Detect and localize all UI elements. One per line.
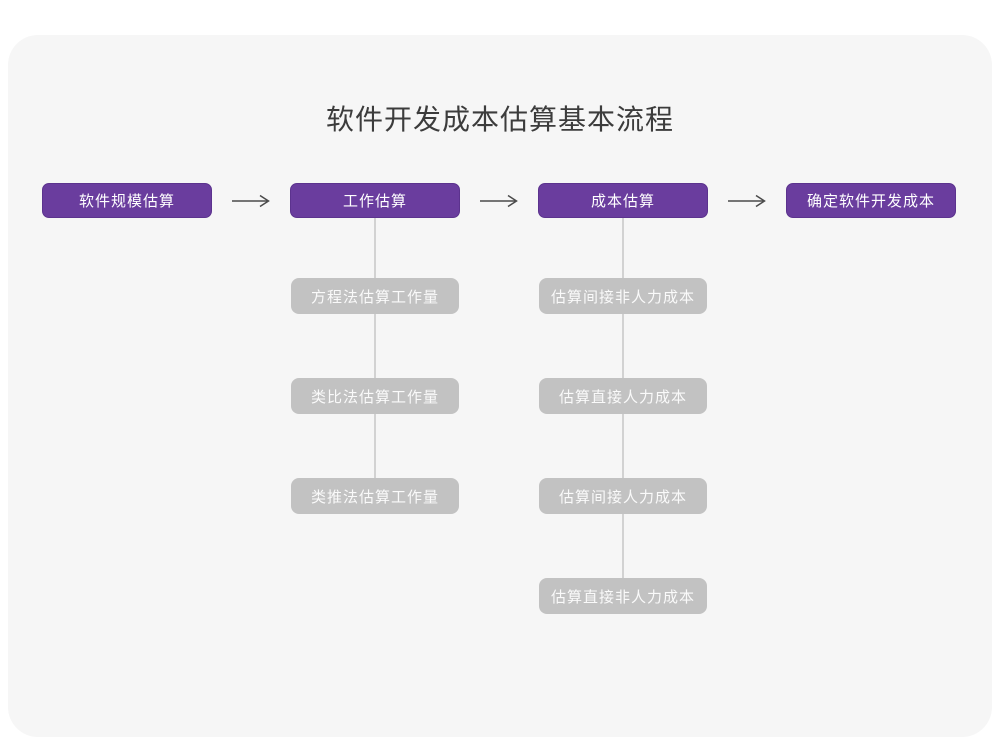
arrow-right-icon <box>231 194 271 208</box>
stage-work-estimation: 工作估算 <box>290 183 460 218</box>
node-direct-labor-cost: 估算直接人力成本 <box>539 378 707 414</box>
diagram-card <box>8 35 992 737</box>
diagram-title: 软件开发成本估算基本流程 <box>325 104 674 135</box>
node-equation-method-workload: 方程法估算工作量 <box>291 278 459 314</box>
stage-determine-dev-cost: 确定软件开发成本 <box>786 183 956 218</box>
arrow-right-icon <box>727 194 767 208</box>
stage-cost-estimation: 成本估算 <box>538 183 708 218</box>
node-extrapolation-method-workload: 类推法估算工作量 <box>291 478 459 514</box>
node-direct-nonlabor-cost: 估算直接非人力成本 <box>539 578 707 614</box>
connector-line-work-estimation <box>374 218 376 496</box>
arrow-right-icon <box>479 194 519 208</box>
node-indirect-nonlabor-cost: 估算间接非人力成本 <box>539 278 707 314</box>
node-indirect-labor-cost: 估算间接人力成本 <box>539 478 707 514</box>
node-analogy-method-workload: 类比法估算工作量 <box>291 378 459 414</box>
stage-software-scale-estimation: 软件规模估算 <box>42 183 212 218</box>
